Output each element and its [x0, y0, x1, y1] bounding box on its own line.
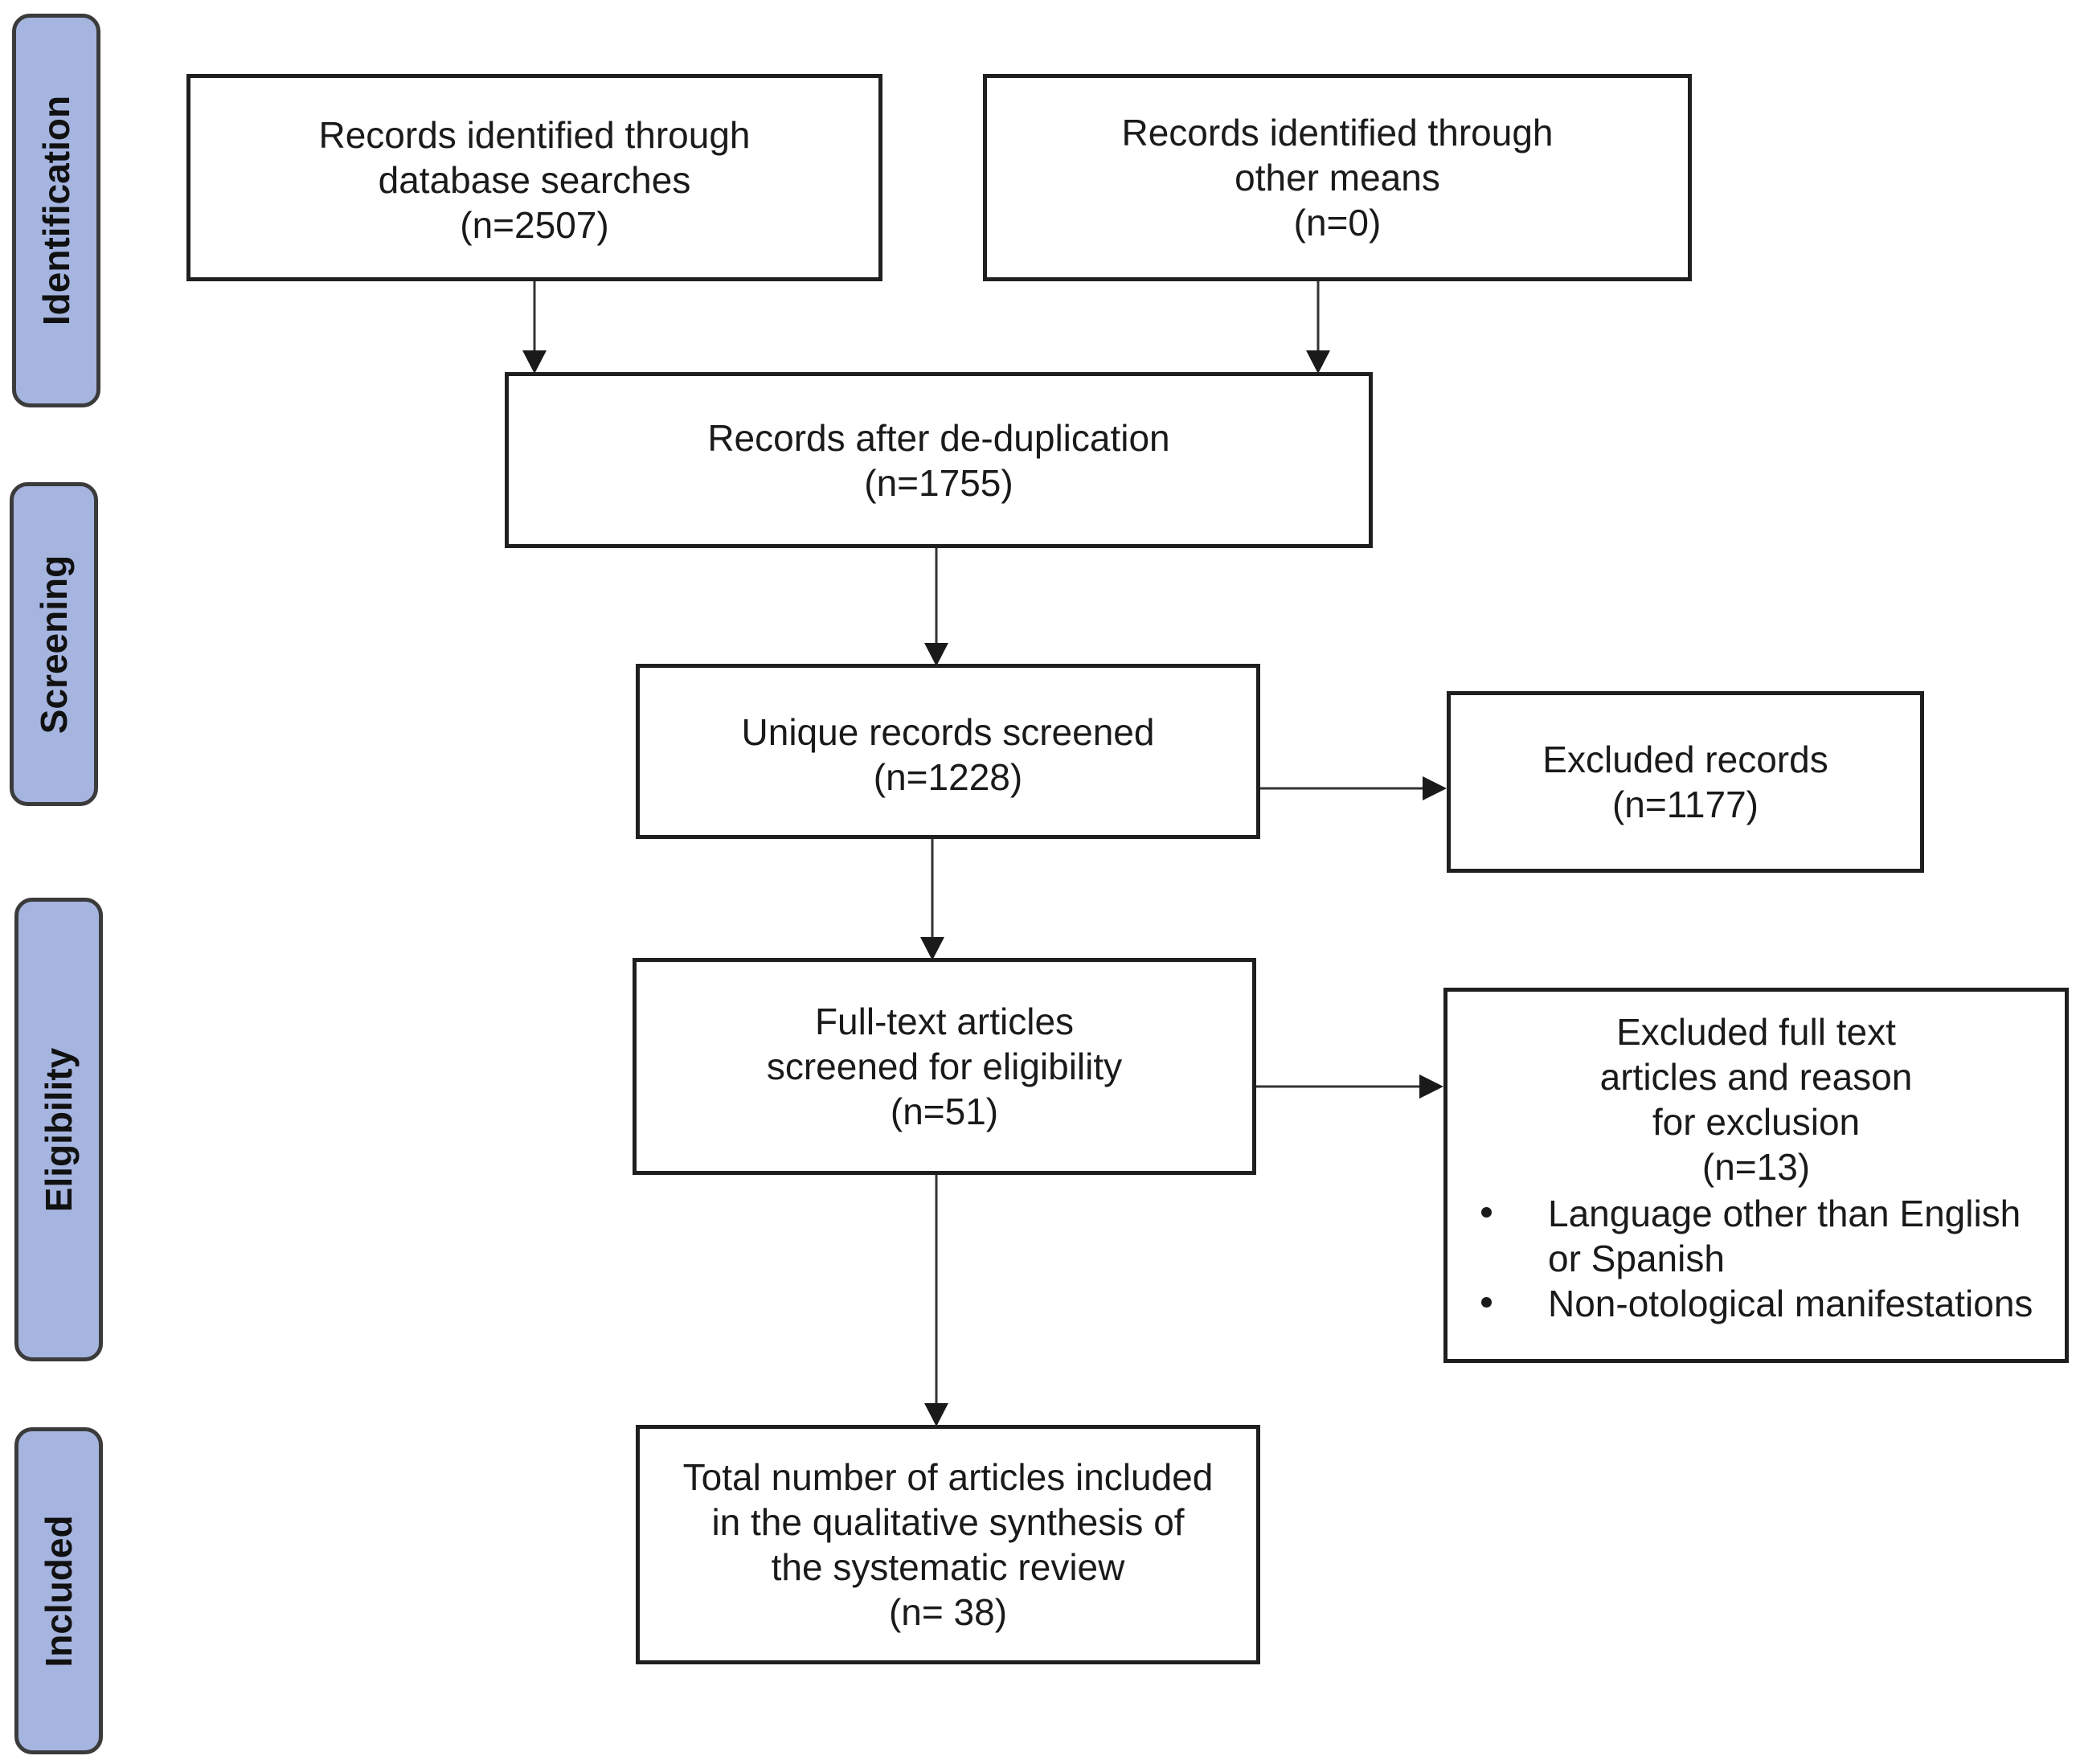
included-line-1: Total number of articles included [682, 1456, 1214, 1498]
excluded-full-text-line-2: articles and reason [1599, 1056, 1913, 1098]
box-other-means: Records identified through other means (… [983, 74, 1692, 281]
arrowhead-dedup [924, 643, 948, 666]
database-searches-count: (n=2507) [460, 204, 609, 246]
exclusion-reason-non-otological: Non-otological manifestations [1447, 1281, 2065, 1326]
box-database-searches: Records identified through database sear… [186, 74, 882, 281]
other-means-line-2: other means [1235, 157, 1440, 199]
excluded-records-count: (n=1177) [1611, 784, 1759, 825]
excluded-records-line-1: Excluded records [1542, 739, 1828, 780]
arrowhead-database [522, 350, 547, 374]
box-included-articles: Total number of articles included in the… [636, 1425, 1260, 1664]
included-count: (n= 38) [888, 1591, 1008, 1633]
phase-included: Included [14, 1427, 103, 1754]
included-line-2: in the qualitative synthesis of [711, 1501, 1185, 1543]
box-unique-records-screened: Unique records screened (n=1228) [636, 664, 1260, 839]
screened-line-1: Unique records screened [741, 711, 1155, 753]
phase-identification-label: Identification [35, 95, 77, 326]
full-text-count: (n=51) [890, 1091, 999, 1132]
exclusion-reasons-list: Language other than English or Spanish N… [1447, 1191, 2065, 1326]
excluded-full-text-line-3: for exclusion [1652, 1101, 1861, 1143]
box-excluded-full-text: Excluded full text articles and reason f… [1443, 988, 2069, 1363]
phase-screening-label: Screening [33, 555, 75, 734]
other-means-count: (n=0) [1293, 202, 1382, 244]
arrowhead-other [1306, 350, 1330, 374]
deduplication-count: (n=1755) [864, 461, 1013, 504]
database-searches-line-1: Records identified through [318, 114, 751, 156]
excluded-full-text-count: (n=13) [1701, 1146, 1811, 1188]
exclusion-reason-language-line-2: or Spanish [1548, 1238, 1725, 1279]
screened-count: (n=1228) [873, 756, 1023, 798]
arrowhead-excluded-fulltext [1419, 1074, 1443, 1099]
excluded-full-text-line-1: Excluded full text [1616, 1011, 1896, 1053]
exclusion-reason-non-otological-text: Non-otological manifestations [1548, 1283, 2033, 1324]
full-text-line-2: screened for eligibility [766, 1046, 1123, 1087]
phase-screening: Screening [10, 482, 98, 806]
database-searches-line-2: database searches [378, 159, 691, 201]
box-deduplication: Records after de-duplication (n=1755) [505, 372, 1373, 548]
phase-identification: Identification [12, 14, 100, 407]
exclusion-reason-language-line-1: Language other than English [1548, 1193, 2021, 1234]
phase-included-label: Included [38, 1514, 80, 1668]
deduplication-line-1: Records after de-duplication [707, 416, 1170, 459]
box-full-text-articles: Full-text articles screened for eligibil… [633, 958, 1256, 1175]
included-line-3: the systematic review [771, 1546, 1125, 1588]
phase-eligibility-label: Eligibility [38, 1047, 80, 1212]
box-excluded-records: Excluded records (n=1177) [1447, 691, 1924, 873]
arrowhead-screened [920, 937, 944, 960]
other-means-line-1: Records identified through [1121, 112, 1554, 153]
exclusion-reason-language: Language other than English or Spanish [1447, 1191, 2065, 1281]
phase-eligibility: Eligibility [14, 898, 103, 1361]
arrowhead-fulltext [924, 1403, 948, 1426]
arrowhead-excluded-records [1423, 776, 1447, 800]
full-text-line-1: Full-text articles [814, 1001, 1075, 1042]
